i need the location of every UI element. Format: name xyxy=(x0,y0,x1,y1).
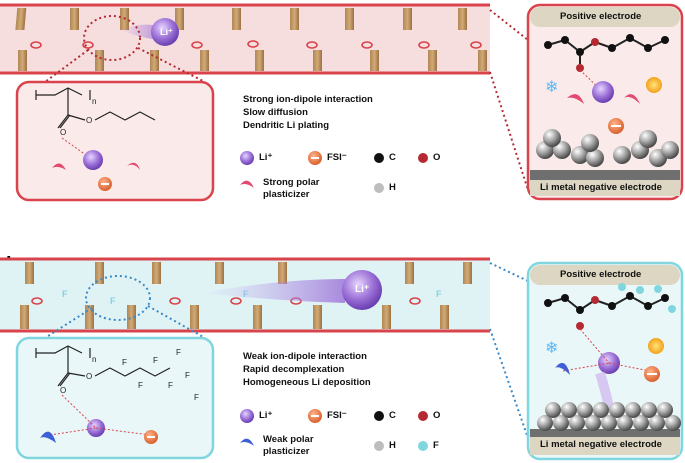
legend-plasticizer-b-1: Weak polar xyxy=(263,434,314,445)
legend-plasticizer-a-1: Strong polar xyxy=(263,177,320,188)
negative-electrode-label-b: Li metal negative electrode xyxy=(540,439,662,450)
polymer-structure-a xyxy=(35,87,156,129)
zoom-box-a xyxy=(15,80,215,202)
polymer-fibers-a xyxy=(15,8,487,71)
legend-c-b: C xyxy=(389,410,396,421)
svg-text:F: F xyxy=(185,371,190,380)
legend-plasticizer-b-2: plasticizer xyxy=(263,446,310,457)
uniform-li-b xyxy=(537,402,681,431)
panel-a-graphic: O O n ❄ xyxy=(0,3,684,202)
property-b-2: Rapid decomplexation xyxy=(243,364,345,375)
legend-c-a: C xyxy=(389,152,396,163)
positive-electrode-label-a: Positive electrode xyxy=(560,11,642,22)
fluorine-mark: F xyxy=(436,289,442,299)
svg-text:n: n xyxy=(92,355,96,364)
positive-electrode-label-b: Positive electrode xyxy=(560,269,642,280)
zoom-circle-a xyxy=(83,15,141,61)
legend-li-b: Li⁺ xyxy=(259,410,273,421)
ion-label-a: Li⁺ xyxy=(160,27,173,37)
property-a-1: Strong ion-dipole interaction xyxy=(243,94,373,105)
fluorine-mark: F xyxy=(110,296,116,306)
legend-plasticizer-a-2: plasticizer xyxy=(263,189,310,200)
svg-text:F: F xyxy=(194,393,199,402)
legend-o-b: O xyxy=(433,410,441,421)
svg-text:F: F xyxy=(122,358,127,367)
property-b-1: Weak ion-dipole interaction xyxy=(243,351,367,362)
svg-text:n: n xyxy=(92,97,96,106)
legend-fsi-a: FSI⁻ xyxy=(327,152,347,163)
svg-text:F: F xyxy=(176,348,181,357)
svg-text:F: F xyxy=(153,356,158,365)
legend-li-a: Li⁺ xyxy=(259,152,273,163)
svg-text:O: O xyxy=(60,386,66,395)
svg-text:O: O xyxy=(86,372,92,381)
property-b-3: Homogeneous Li deposition xyxy=(243,377,371,388)
svg-text:O: O xyxy=(86,116,92,125)
legend-h-a: H xyxy=(389,182,396,193)
fluorine-mark: F xyxy=(62,289,68,299)
polymer-fibers-b xyxy=(20,262,472,329)
svg-text:F: F xyxy=(168,381,173,390)
property-a-2: Slow diffusion xyxy=(243,107,308,118)
legend-o-a: O xyxy=(433,152,441,163)
svg-text:O: O xyxy=(60,128,66,137)
property-a-3: Dendritic Li plating xyxy=(243,120,330,131)
li-ion-a xyxy=(151,18,179,46)
legend-h-b: H xyxy=(389,440,396,451)
li-ion-b xyxy=(342,270,382,310)
plasticizer-marks-a xyxy=(30,40,482,49)
legend-fsi-b: FSI⁻ xyxy=(327,410,347,421)
dendritic-li-a xyxy=(536,129,679,167)
legend-f-b: F xyxy=(433,440,439,451)
svg-text:❄: ❄ xyxy=(545,79,558,96)
negative-electrode-label-a: Li metal negative electrode xyxy=(540,182,662,193)
panel-b-graphic: F F F F O O n F F F F F F F xyxy=(0,257,684,461)
ion-label-b: Li⁺ xyxy=(355,284,370,295)
svg-text:F: F xyxy=(138,381,143,390)
fluorine-atoms: F F F F F F F xyxy=(122,348,199,402)
svg-text:❄: ❄ xyxy=(545,340,558,357)
